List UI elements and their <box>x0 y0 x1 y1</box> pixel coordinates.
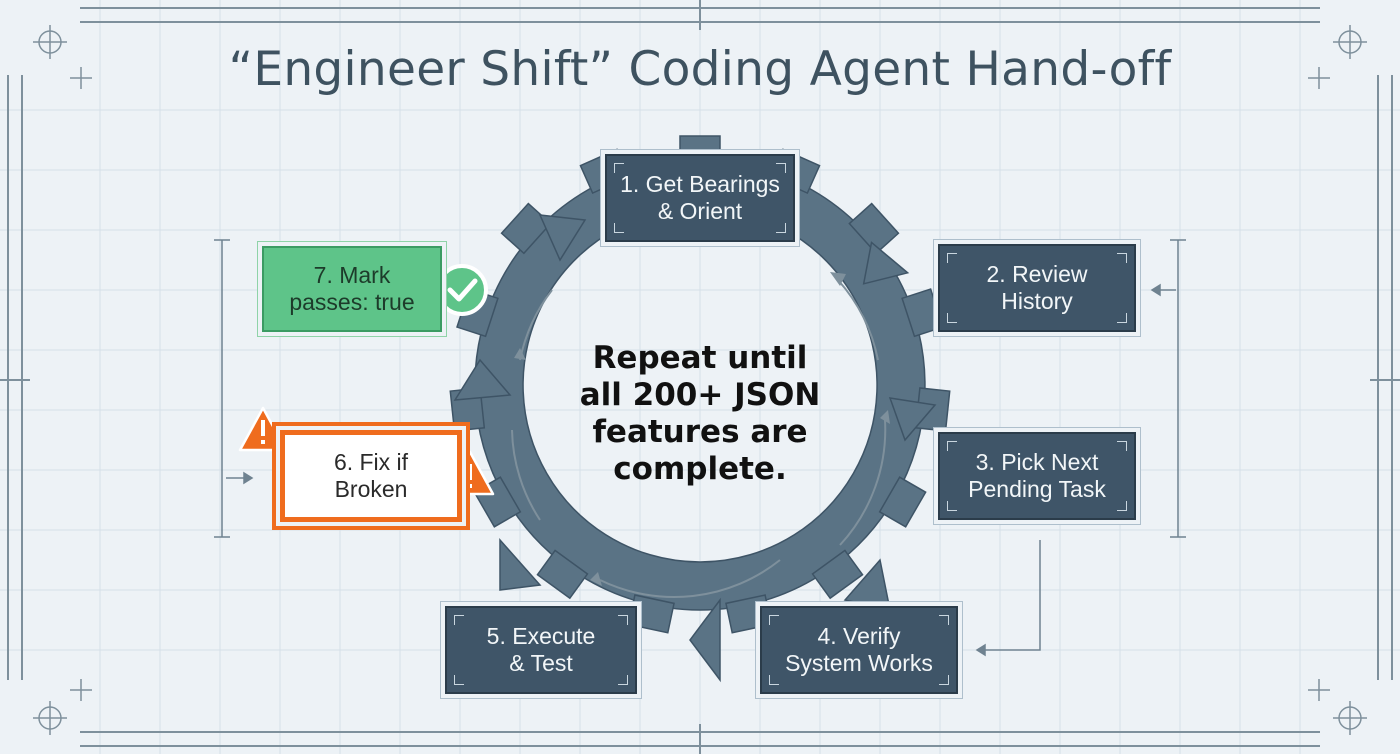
gear-ring <box>449 135 951 683</box>
step-label-line: 4. Verify <box>817 623 901 649</box>
step-3-pick-next-task: 3. Pick Next Pending Task <box>938 432 1136 520</box>
loop-condition-text: Repeat until all 200+ JSON features are … <box>540 340 860 488</box>
corner-crosshairs <box>33 25 1367 735</box>
step-label-line: 6. Fix if <box>333 449 409 475</box>
step-1-get-bearings: 1. Get Bearings & Orient <box>605 154 795 242</box>
loop-text-line: features are <box>592 414 808 450</box>
step-7-mark-passes: 7. Mark passes: true <box>262 246 442 332</box>
loop-text-line: Repeat until <box>592 340 808 376</box>
inner-arrow-heads <box>514 272 890 586</box>
step-label-line: Pending Task <box>968 476 1106 502</box>
step-2-review-history: 2. Review History <box>938 244 1136 332</box>
step-label-line: System Works <box>785 650 933 676</box>
step-label-line: Broken <box>334 476 408 502</box>
step-label-line: & Test <box>509 650 573 676</box>
dimension-lines <box>214 239 1186 657</box>
step-label-line: 2. Review <box>986 261 1088 287</box>
loop-text-line: all 200+ JSON <box>579 377 821 413</box>
step-6-fix-if-broken: 6. Fix if Broken <box>280 430 462 522</box>
warning-triangle-icon <box>238 406 288 452</box>
step-label-line: & Orient <box>657 198 743 224</box>
check-circle-icon <box>436 264 488 316</box>
step-5-execute-test: 5. Execute & Test <box>445 606 637 694</box>
step-label-line: 1. Get Bearings <box>620 171 780 197</box>
step-label-line: 5. Execute <box>486 623 596 649</box>
step-label-line: 7. Mark <box>313 262 391 288</box>
step-4-verify-system: 4. Verify System Works <box>760 606 958 694</box>
loop-text-line: complete. <box>613 451 787 487</box>
diagram-title: “Engineer Shift” Coding Agent Hand-off <box>228 42 1172 97</box>
step-label-line: passes: true <box>289 289 415 315</box>
step-label-line: 3. Pick Next <box>975 449 1099 475</box>
step-label-line: History <box>1001 288 1073 314</box>
